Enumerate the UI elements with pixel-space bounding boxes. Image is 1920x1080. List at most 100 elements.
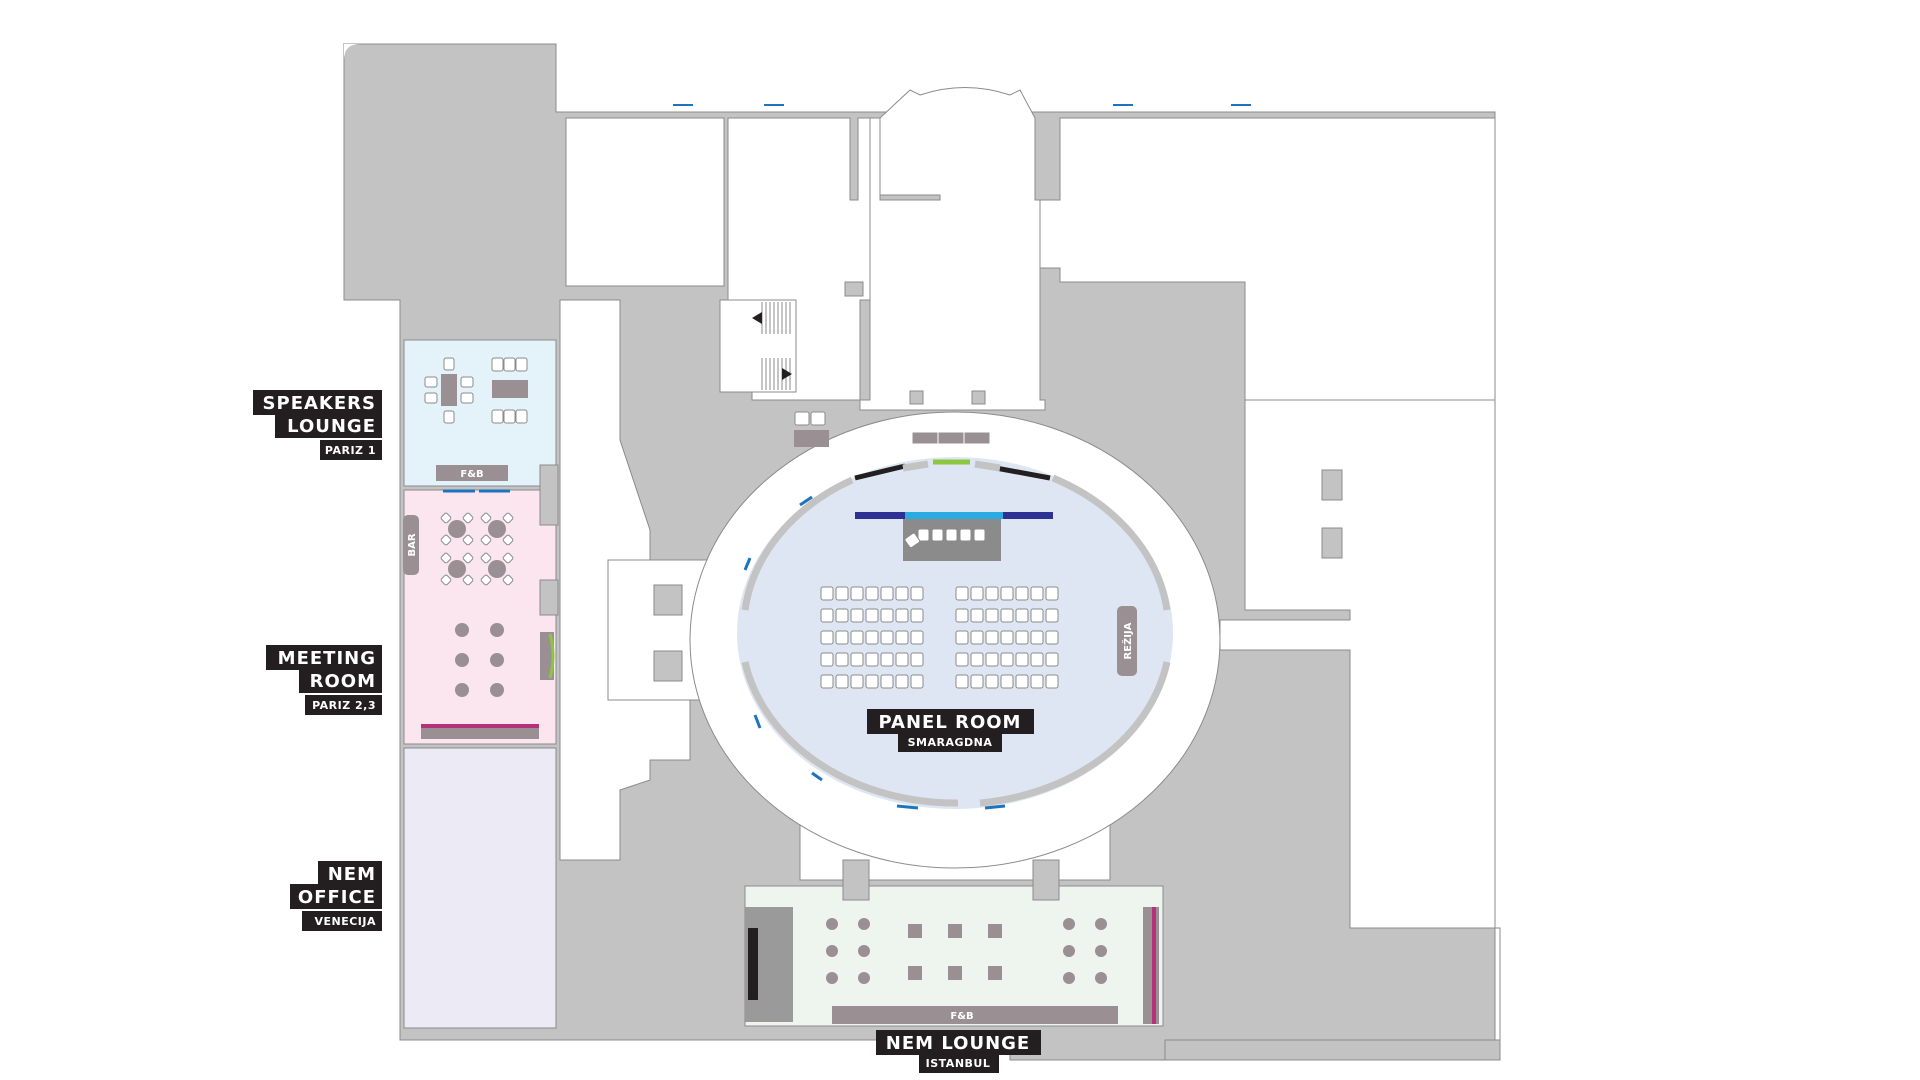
stage bbox=[855, 512, 1053, 561]
label-meeting-room: MEETING ROOM PARIZ 2,3 bbox=[266, 645, 382, 715]
panel-seat bbox=[1045, 674, 1059, 689]
panel-seat bbox=[1015, 652, 1029, 667]
panel-seat bbox=[1015, 586, 1029, 601]
panel-seat bbox=[820, 630, 834, 645]
lounge-fb-label: F&B bbox=[950, 1011, 973, 1022]
meeting-cocktail-tables bbox=[440, 512, 514, 586]
panel-seat bbox=[955, 630, 969, 645]
speakers-lounge-area bbox=[403, 339, 557, 487]
panel-seat bbox=[985, 608, 999, 623]
panel-room-area bbox=[737, 457, 1173, 809]
panel-seat bbox=[850, 630, 864, 645]
panel-seat bbox=[910, 652, 924, 667]
nem-lounge-subtitle: ISTANBUL bbox=[926, 1057, 991, 1070]
panel-seat bbox=[1045, 586, 1059, 601]
panel-seat bbox=[895, 586, 909, 601]
panel-seat bbox=[985, 630, 999, 645]
label-panel-room: PANEL ROOM SMARAGDNA bbox=[867, 709, 1034, 752]
panel-seat bbox=[970, 586, 984, 601]
cocktail-table bbox=[440, 512, 474, 546]
stair-arrow-icon bbox=[782, 368, 792, 380]
panel-seat bbox=[1030, 608, 1044, 623]
panel-seat bbox=[1000, 630, 1014, 645]
panel-seat bbox=[1030, 674, 1044, 689]
panel-seat bbox=[970, 630, 984, 645]
panel-seat bbox=[985, 652, 999, 667]
panel-seat bbox=[1045, 652, 1059, 667]
meeting-room-furniture: BAR bbox=[403, 512, 539, 739]
speakers-lounge-furniture: F&B bbox=[424, 357, 528, 481]
room-fills bbox=[403, 339, 1173, 1029]
cocktail-table bbox=[480, 512, 514, 546]
panel-seat bbox=[880, 586, 894, 601]
panel-room-seating bbox=[820, 586, 1059, 689]
panel-seat bbox=[985, 674, 999, 689]
stage-chairs bbox=[904, 528, 986, 549]
meeting-room-title-1: MEETING bbox=[278, 648, 376, 669]
panel-seat bbox=[1030, 630, 1044, 645]
panel-room-doors bbox=[743, 495, 1006, 810]
small-column-blocks bbox=[539, 281, 1343, 901]
panel-seat bbox=[1000, 586, 1014, 601]
panel-seat bbox=[1030, 652, 1044, 667]
panel-seat bbox=[835, 586, 849, 601]
meeting-room-area bbox=[403, 489, 557, 745]
panel-seat bbox=[985, 586, 999, 601]
panel-seat bbox=[850, 608, 864, 623]
label-speakers-lounge: SPEAKERS LOUNGE PARIZ 1 bbox=[253, 390, 382, 460]
panel-seat bbox=[895, 630, 909, 645]
panel-seat bbox=[910, 586, 924, 601]
panel-seat bbox=[1030, 586, 1044, 601]
panel-seat bbox=[1000, 608, 1014, 623]
nem-lounge-furniture: F&B bbox=[745, 907, 1159, 1024]
panel-seat bbox=[835, 674, 849, 689]
panel-seat bbox=[820, 608, 834, 623]
panel-seat bbox=[1045, 608, 1059, 623]
panel-seat bbox=[865, 586, 879, 601]
panel-seat bbox=[850, 674, 864, 689]
speakers-lounge-title-2: LOUNGE bbox=[287, 416, 376, 437]
panel-seat bbox=[820, 674, 834, 689]
label-nem-office: NEM OFFICE VENECIJA bbox=[290, 861, 382, 931]
meeting-bar-label: BAR bbox=[407, 533, 418, 556]
panel-seat bbox=[865, 608, 879, 623]
panel-seat bbox=[835, 608, 849, 623]
nem-lounge-title: NEM LOUNGE bbox=[886, 1033, 1030, 1054]
panel-seat bbox=[1000, 674, 1014, 689]
panel-seat bbox=[835, 652, 849, 667]
panel-seat bbox=[880, 630, 894, 645]
cocktail-table bbox=[440, 552, 474, 586]
panel-seat bbox=[970, 652, 984, 667]
label-nem-lounge: NEM LOUNGE ISTANBUL bbox=[876, 1030, 1041, 1073]
small-tables-near-stairs bbox=[794, 411, 829, 447]
panel-seat bbox=[910, 674, 924, 689]
panel-seat bbox=[1045, 630, 1059, 645]
registration-tables bbox=[911, 431, 991, 445]
panel-seat bbox=[865, 630, 879, 645]
stage-bar-center bbox=[905, 512, 1003, 519]
stage-bar-left bbox=[855, 512, 905, 519]
panel-seat bbox=[955, 674, 969, 689]
panel-seat bbox=[955, 586, 969, 601]
panel-seat bbox=[955, 608, 969, 623]
panel-room-title: PANEL ROOM bbox=[879, 712, 1022, 733]
nem-office-subtitle: VENECIJA bbox=[314, 915, 376, 928]
panel-seat bbox=[1015, 608, 1029, 623]
panel-seat bbox=[835, 630, 849, 645]
panel-seat bbox=[910, 630, 924, 645]
panel-seat bbox=[820, 652, 834, 667]
panel-seat bbox=[850, 652, 864, 667]
speakers-lounge-subtitle: PARIZ 1 bbox=[325, 444, 376, 457]
panel-seat bbox=[865, 674, 879, 689]
nem-lounge-area bbox=[744, 885, 1164, 1027]
panel-room-walls bbox=[741, 459, 1171, 807]
panel-seat bbox=[970, 608, 984, 623]
rezija-booth: REŽIJA bbox=[1117, 606, 1137, 676]
nem-office-title-1: NEM bbox=[328, 864, 376, 885]
meeting-room-subtitle: PARIZ 2,3 bbox=[312, 699, 376, 712]
panel-seat bbox=[850, 586, 864, 601]
panel-room-subtitle: SMARAGDNA bbox=[908, 736, 993, 749]
panel-seat bbox=[970, 674, 984, 689]
cocktail-table bbox=[480, 552, 514, 586]
